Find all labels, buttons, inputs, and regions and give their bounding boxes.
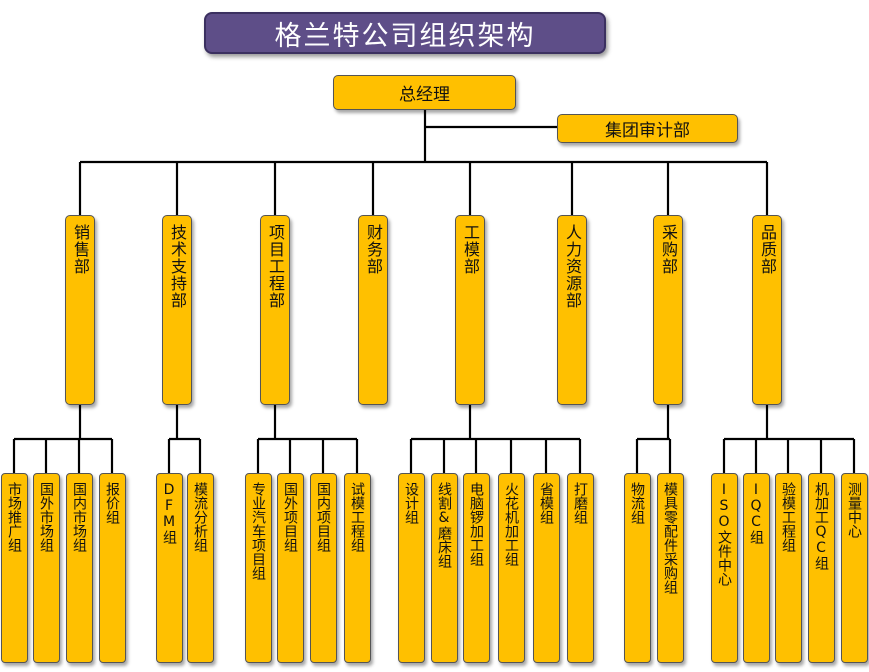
team-name: 物流组 — [629, 482, 645, 524]
team-name: 火花机加工组 — [503, 482, 519, 566]
team-box: 物流组 — [623, 473, 651, 663]
department-name: 品质部 — [758, 224, 777, 275]
team-box: 测量中心 — [840, 473, 868, 663]
department-box: 品质部 — [752, 215, 782, 405]
team-box: 国内项目组 — [309, 473, 337, 663]
team-name: 国内项目组 — [315, 482, 331, 552]
department-name: 人力资源部 — [563, 224, 582, 309]
department-name: 财务部 — [364, 224, 383, 275]
team-name: 省模组 — [538, 482, 554, 524]
department-box: 采购部 — [653, 215, 683, 405]
team-box: 验模工程组 — [774, 473, 802, 663]
team-box: 火花机加工组 — [497, 473, 525, 663]
team-name: 模流分析组 — [192, 482, 208, 552]
team-name: 打磨组 — [572, 482, 588, 524]
team-box: 电脑锣加工组 — [462, 473, 490, 663]
team-name: 国外项目组 — [282, 482, 298, 552]
team-name: 线割&磨床组 — [436, 482, 452, 568]
team-box: 专业汽车项目组 — [244, 473, 272, 663]
team-box: 国内市场组 — [65, 473, 93, 663]
team-name: 电脑锣加工组 — [468, 482, 484, 566]
team-box: 国外项目组 — [276, 473, 304, 663]
department-name: 项目工程部 — [266, 224, 285, 309]
team-box: 模具零配件采购组 — [656, 473, 684, 663]
team-name: 测量中心 — [846, 482, 862, 538]
department-name: 销售部 — [71, 224, 90, 275]
team-box: 市场推广组 — [0, 473, 28, 663]
team-name: 国外市场组 — [38, 482, 54, 552]
department-name: 工模部 — [461, 224, 480, 275]
team-name: 验模工程组 — [780, 482, 796, 552]
team-box: 打磨组 — [566, 473, 594, 663]
team-name: DFM组 — [161, 482, 177, 544]
department-name: 技术支持部 — [168, 224, 187, 309]
team-box: ISO文件中心 — [710, 473, 738, 663]
team-name: 模具零配件采购组 — [662, 482, 678, 594]
team-box: IQC组 — [742, 473, 770, 663]
team-name: 设计组 — [403, 482, 419, 524]
team-box: 国外市场组 — [32, 473, 60, 663]
team-box: 报价组 — [98, 473, 126, 663]
team-name: 机加工QC组 — [813, 482, 829, 570]
team-box: 机加工QC组 — [807, 473, 835, 663]
department-box: 工模部 — [455, 215, 485, 405]
department-box: 财务部 — [358, 215, 388, 405]
team-name: ISO文件中心 — [716, 482, 732, 586]
team-name: IQC组 — [748, 482, 764, 544]
ceo-box: 总经理 — [333, 75, 516, 110]
department-box: 技术支持部 — [162, 215, 192, 405]
team-name: 市场推广组 — [6, 482, 22, 552]
team-name: 专业汽车项目组 — [250, 482, 266, 580]
department-box: 销售部 — [65, 215, 95, 405]
team-box: 模流分析组 — [186, 473, 214, 663]
team-box: 线割&磨床组 — [430, 473, 458, 663]
team-box: DFM组 — [155, 473, 183, 663]
team-name: 报价组 — [104, 482, 120, 524]
chart-title: 格兰特公司组织架构 — [204, 12, 606, 54]
team-name: 试模工程组 — [349, 482, 365, 552]
team-box: 试模工程组 — [343, 473, 371, 663]
audit-dept-box: 集团审计部 — [557, 114, 738, 143]
team-box: 省模组 — [532, 473, 560, 663]
department-box: 项目工程部 — [260, 215, 290, 405]
team-box: 设计组 — [397, 473, 425, 663]
department-box: 人力资源部 — [557, 215, 587, 405]
team-name: 国内市场组 — [71, 482, 87, 552]
department-name: 采购部 — [659, 224, 678, 275]
